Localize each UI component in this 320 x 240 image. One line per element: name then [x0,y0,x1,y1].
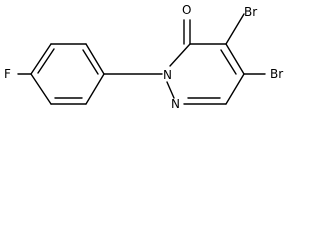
bond-c3-c4-ring [225,43,245,75]
bond-c1-c2 [30,43,52,75]
bond-n1-c-carbonyl [169,43,191,67]
bond-n2-n1 [166,81,175,99]
atom-oxygen-label: O [182,3,191,17]
bond-c6-c1 [30,73,52,105]
bond-c3-c4-ring-inner [220,49,237,75]
bond-c4-c5 [85,73,105,105]
molecule-canvas: F N N O Br Br [0,0,299,120]
atom-nitrogen-2-label: N [171,97,180,111]
atom-nitrogen-1-label: N [163,68,172,82]
atom-fluorine-label: F [4,67,11,81]
bond-c1-c2-inner [37,48,55,74]
bond-c4-c5-ring [225,73,245,105]
bond-c3-br-top [225,13,245,45]
molecule-structure: F N N O Br Br [4,3,283,111]
atom-bromine-bottom-label: Br [270,67,283,81]
bond-c3-c4-inner [82,49,99,75]
bond-c3-c4 [85,43,105,75]
atom-bromine-top-label: Br [244,5,257,19]
